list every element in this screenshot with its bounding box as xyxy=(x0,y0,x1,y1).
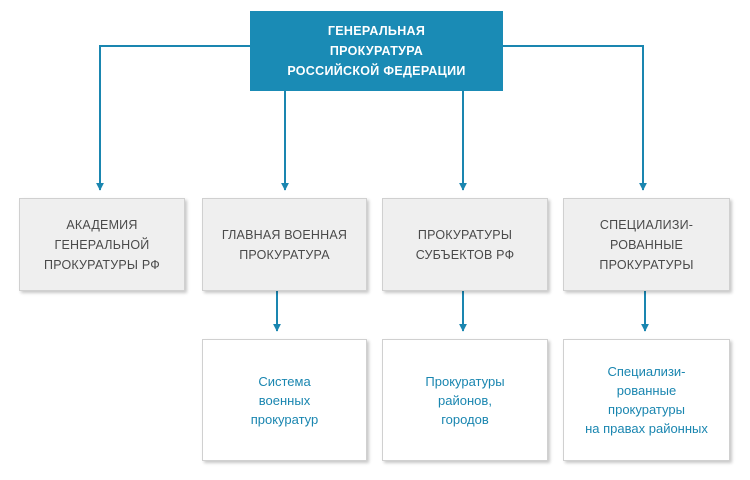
node-specialized-prosecutors: СПЕЦИАЛИЗИ- РОВАННЫЕ ПРОКУРАТУРЫ xyxy=(563,198,730,291)
node-prosecutor-general-office: ГЕНЕРАЛЬНАЯ ПРОКУРАТУРА РОССИЙСКОЙ ФЕДЕР… xyxy=(250,11,503,91)
connector-root-to-academy xyxy=(96,45,250,191)
node-subject-prosecutors: ПРОКУРАТУРЫ СУБЪЕКТОВ РФ xyxy=(382,198,548,291)
node-district-city-prosecutors: Прокуратуры районов, городов xyxy=(382,339,548,461)
node-district-level-specialized-prosecutors: Специализи- рованные прокуратуры на прав… xyxy=(563,339,730,461)
node-chief-military-prosecutor: ГЛАВНАЯ ВОЕННАЯ ПРОКУРАТУРА xyxy=(202,198,367,291)
connector-root-to-special xyxy=(503,45,647,191)
node-military-prosecutor-system: Система военных прокуратур xyxy=(202,339,367,461)
node-academy: АКАДЕМИЯ ГЕНЕРАЛЬНОЙ ПРОКУРАТУРЫ РФ xyxy=(19,198,185,291)
